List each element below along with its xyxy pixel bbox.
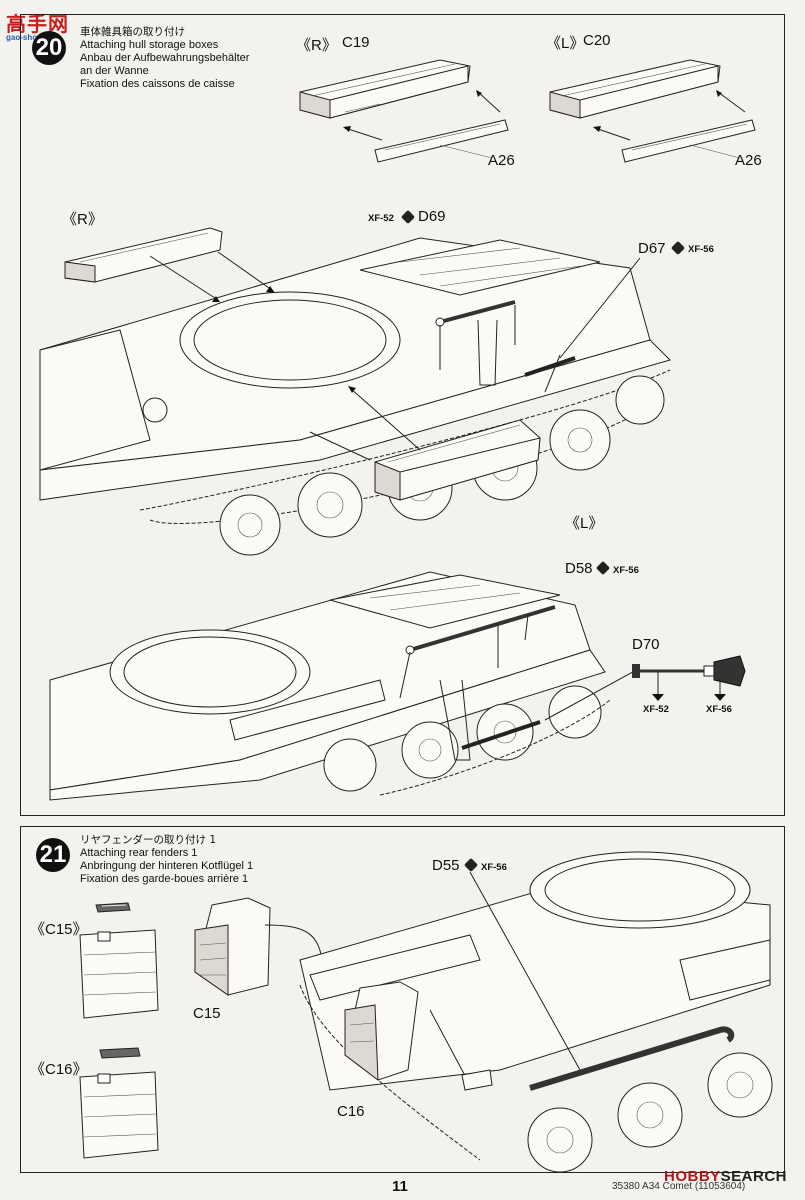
c15-fender-part xyxy=(194,897,323,996)
step-21-panel xyxy=(20,826,785,1173)
label-c19: C19 xyxy=(342,34,370,51)
step-20-title: 車体雑具箱の取り付け Attaching hull storage boxes … xyxy=(80,26,249,91)
step-20-title-fr: Fixation des caissons de caisse xyxy=(80,78,235,90)
c15-cutting-diagram xyxy=(79,902,159,1019)
paint-xf56-d58: XF-56 xyxy=(613,565,639,576)
step-21-title: リヤフェンダーの取り付け 1 Attaching rear fenders 1 … xyxy=(80,834,253,886)
label-d58: D58 xyxy=(565,560,593,577)
label-d70: D70 xyxy=(632,636,660,653)
paint-xf52-d70: XF-52 xyxy=(643,704,669,715)
step-21-number: 21 xyxy=(36,838,70,872)
watermark-site-name: 高手网 xyxy=(6,12,69,36)
step-21-title-fr: Fixation des garde-boues arrière 1 xyxy=(80,873,249,885)
paint-xf52-d69: XF-52 xyxy=(368,213,394,224)
d70-shovel-detail xyxy=(632,655,746,701)
watermark-url: gao-shou.net xyxy=(6,33,57,42)
label-l-top: 《L》 xyxy=(546,35,585,52)
kit-code: 35380 A34 Comet (11053604) xyxy=(612,1181,746,1192)
step-21-title-jp: リヤフェンダーの取り付け 1 xyxy=(80,834,217,846)
step-20-title-de-2: an der Wanne xyxy=(80,65,149,77)
step-20-title-jp: 車体雑具箱の取り付け xyxy=(80,26,185,38)
paint-xf56-d55: XF-56 xyxy=(481,862,507,873)
label-c16-cut: 《C16》 xyxy=(30,1061,88,1078)
label-c16: C16 xyxy=(337,1103,365,1120)
hull-rear-diagram xyxy=(299,851,773,1173)
hobbysearch-part-a: HOBBY xyxy=(664,1168,721,1185)
paint-xf56-d70: XF-56 xyxy=(706,704,732,715)
label-d55: D55 xyxy=(432,857,460,874)
label-c20: C20 xyxy=(583,32,611,49)
label-r-mid: 《R》 xyxy=(62,211,103,228)
step-21-title-en: Attaching rear fenders 1 xyxy=(80,847,198,859)
label-c15-cut: 《C15》 xyxy=(30,921,88,938)
label-d67: D67 xyxy=(638,240,666,257)
c20-storage-box-diagram xyxy=(549,59,756,163)
site-watermark: 高手网 gao-shou.net xyxy=(4,6,74,46)
c19-storage-box-diagram xyxy=(299,59,509,163)
step-20-panel xyxy=(20,14,785,816)
paint-xf56-d67: XF-56 xyxy=(688,244,714,255)
c16-cutting-diagram xyxy=(79,1047,159,1159)
hull-diagram-upper xyxy=(39,227,671,556)
page-number: 11 xyxy=(392,1178,408,1195)
hobbysearch-part-b: SEARCH xyxy=(720,1168,788,1185)
label-l-mid: 《L》 xyxy=(565,515,604,532)
label-c15: C15 xyxy=(193,1005,221,1022)
label-r-top: 《R》 xyxy=(296,37,337,54)
label-a26-left: A26 xyxy=(488,152,515,169)
label-a26-right: A26 xyxy=(735,152,762,169)
step-21-title-de: Anbringung der hinteren Kotflügel 1 xyxy=(80,860,254,872)
label-d69: D69 xyxy=(418,208,446,225)
step-20-number: 20 xyxy=(32,31,66,65)
hull-diagram-lower xyxy=(49,571,641,801)
step-20-title-en: Attaching hull storage boxes xyxy=(80,39,219,51)
hobbysearch-watermark: HOBBYSEARCH xyxy=(664,1168,787,1185)
step-20-title-de: Anbau der Aufbewahrungsbehälter xyxy=(80,52,250,64)
